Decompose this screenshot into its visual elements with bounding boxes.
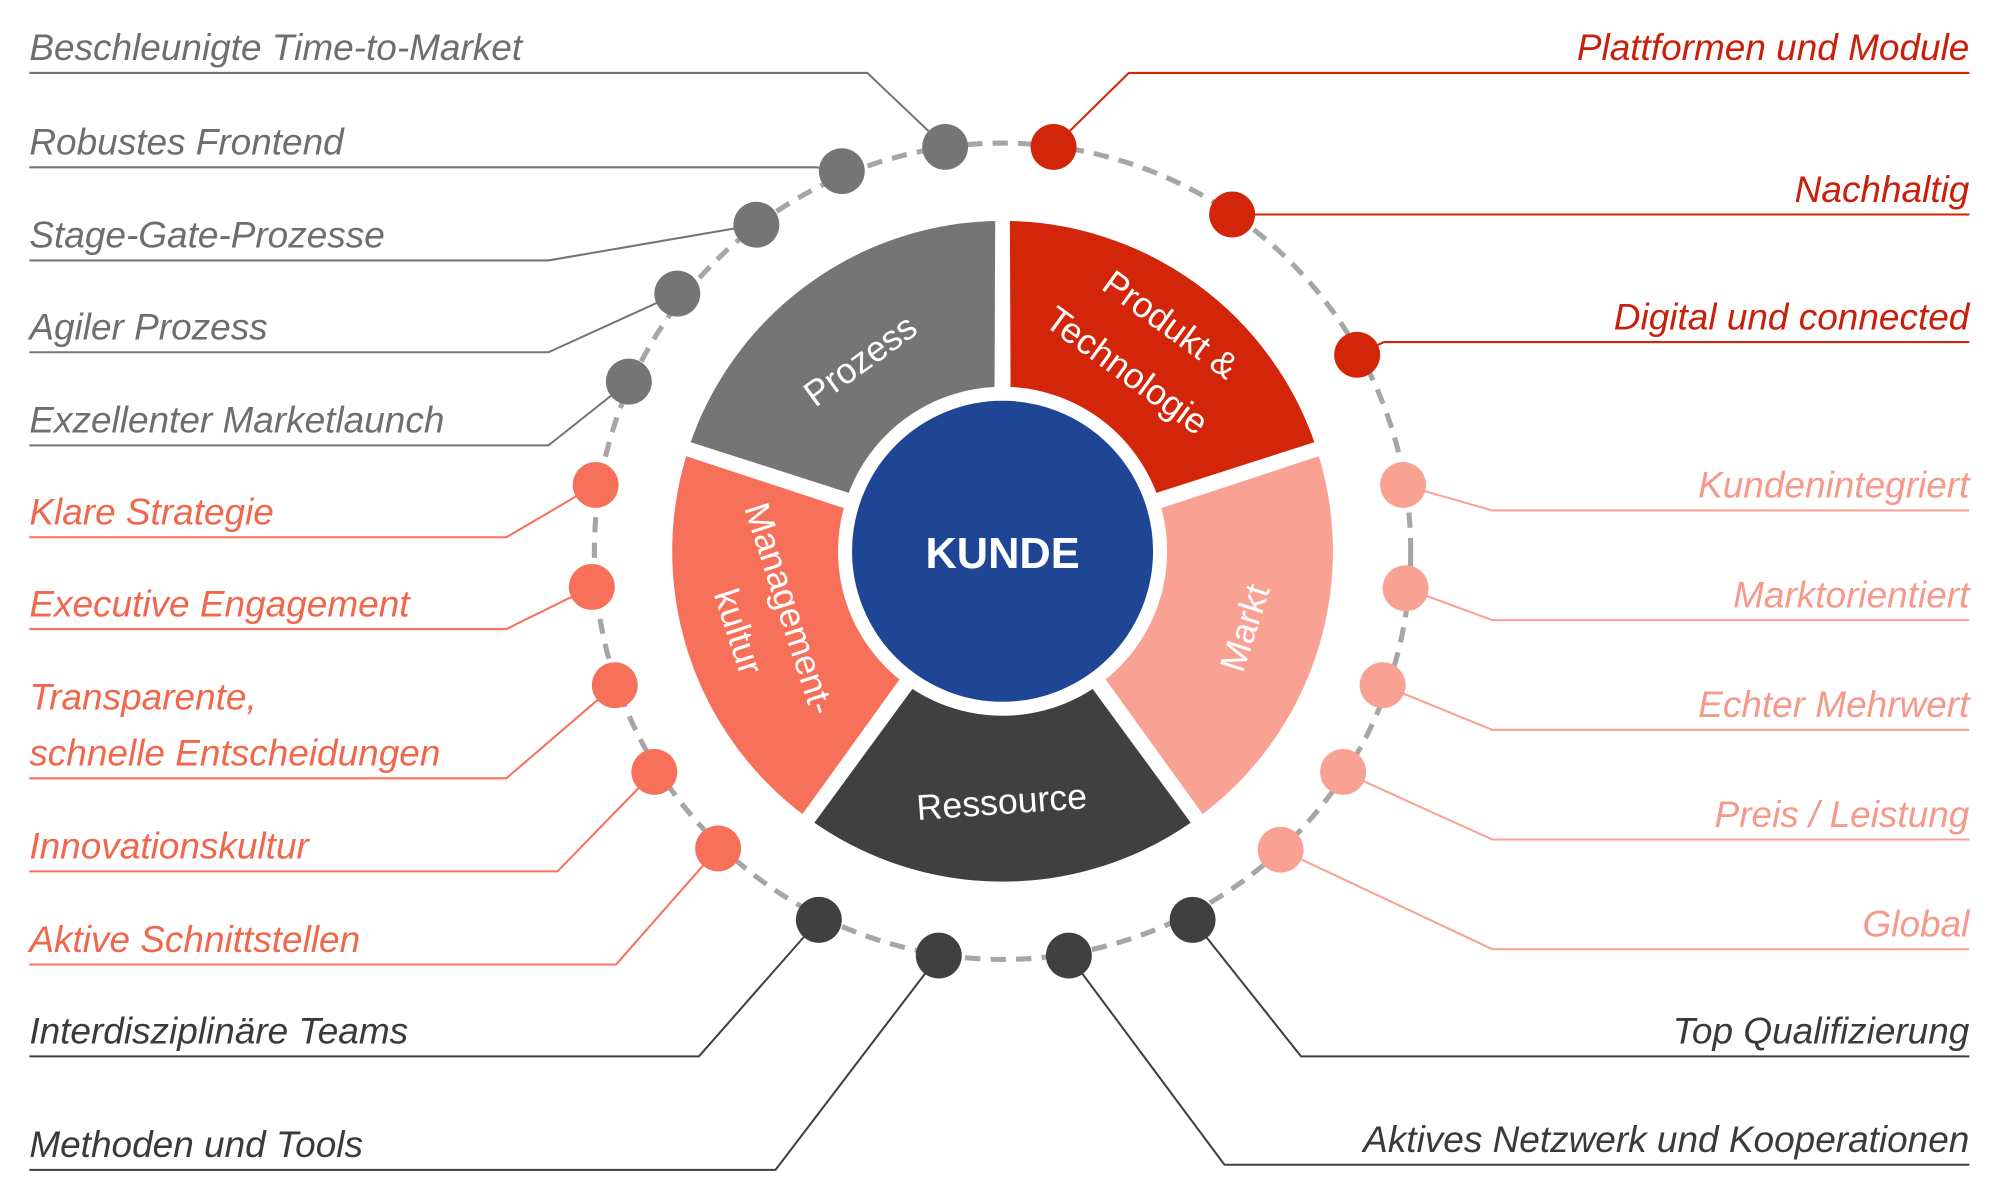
- leader-line: [1405, 587, 1970, 622]
- callout-left-9: Aktive Schnittstellen: [27, 825, 742, 966]
- callout-label: Beschleunigte Time-to-Market: [29, 27, 524, 68]
- callout-dot: [654, 270, 701, 317]
- leader-line: [1052, 71, 1970, 148]
- callout-label: Aktives Netzwerk und Kooperationen: [1361, 1119, 1969, 1160]
- callout-label-line2: schnelle Entscheidungen: [29, 733, 440, 774]
- leader-line: [29, 484, 597, 539]
- callout-label: Global: [1863, 903, 1972, 944]
- leader-line: [29, 684, 616, 780]
- callout-dot: [695, 825, 742, 872]
- leader-line: [29, 380, 630, 447]
- leader-line: [1068, 954, 1970, 1166]
- callout-dot: [818, 148, 865, 195]
- callout-left-11: Methoden und Tools: [29, 932, 962, 1171]
- callout-label: Preis / Leistung: [1715, 794, 1970, 835]
- leader-line: [1191, 919, 1970, 1058]
- callout-dot: [591, 662, 638, 709]
- callout-right-2: Digital und connected: [1334, 296, 1971, 378]
- callout-left-1: Robustes Frontend: [29, 122, 865, 195]
- leader-line: [29, 919, 820, 1058]
- segment-prozess: [680, 213, 1003, 503]
- callout-right-1: Nachhaltig: [1209, 169, 1970, 238]
- leader-line: [29, 71, 946, 148]
- callout-right-0: Plattformen und Module: [1030, 27, 1970, 170]
- callout-dot: [1334, 331, 1381, 378]
- callout-left-10: Interdisziplinäre Teams: [29, 896, 842, 1058]
- callout-dot: [733, 201, 780, 248]
- callout-dot: [1169, 896, 1216, 943]
- leader-line: [1342, 770, 1970, 841]
- callout-label: Top Qualifizierung: [1673, 1011, 1970, 1052]
- callout-left-7: Transparente, schnelle Entscheidungen: [29, 662, 638, 780]
- callout-right-9: Aktives Netzwerk und Kooperationen: [1045, 932, 1970, 1166]
- callout-label: Digital und connected: [1614, 296, 1971, 337]
- leader-line: [1356, 341, 1970, 356]
- callout-label: Methoden und Tools: [29, 1124, 363, 1165]
- leader-line: [29, 586, 593, 631]
- callout-dot: [572, 461, 619, 508]
- callout-left-4: Exzellenter Marketlaunch: [29, 358, 652, 447]
- callout-label: Transparente,: [29, 676, 256, 717]
- segment-markt: [1095, 446, 1341, 825]
- callout-dot: [1257, 826, 1304, 873]
- callout-left-6: Executive Engagement: [29, 564, 615, 631]
- callout-right-5: Echter Mehrwert: [1359, 662, 1971, 731]
- leader-line: [29, 223, 757, 262]
- callout-dot: [568, 564, 615, 610]
- callout-label: Marktorientiert: [1733, 574, 1971, 615]
- callout-dot: [795, 896, 842, 943]
- leader-line: [1280, 848, 1970, 951]
- callout-label: Exzellenter Marketlaunch: [29, 400, 444, 441]
- leader-line: [29, 166, 842, 173]
- leader-line: [1382, 684, 1970, 731]
- callout-dot: [1209, 191, 1256, 238]
- dashed-ring: [591, 140, 1414, 962]
- callout-label: Interdisziplinäre Teams: [29, 1011, 408, 1052]
- callout-dot: [915, 932, 962, 979]
- callout-right-7: Global: [1257, 826, 1972, 951]
- callout-right-4: Marktorientiert: [1382, 565, 1971, 622]
- callout-label: Stage-Gate-Prozesse: [29, 215, 384, 256]
- leader-line: [29, 954, 940, 1171]
- leader-line: [29, 847, 719, 966]
- callout-left-3: Agiler Prozess: [27, 270, 701, 354]
- callout-dot: [1382, 565, 1429, 612]
- callout-label: Innovationskultur: [29, 826, 310, 867]
- segment-ressource: [803, 678, 1202, 890]
- callout-right-8: Top Qualifizierung: [1169, 896, 1970, 1058]
- callout-dot: [1320, 748, 1367, 795]
- callout-label: Agiler Prozess: [27, 307, 267, 348]
- callout-label: Robustes Frontend: [29, 122, 345, 163]
- leader-line: [1402, 483, 1970, 512]
- callout-left-2: Stage-Gate-Prozesse: [29, 201, 780, 262]
- leader-line: [29, 771, 656, 873]
- callout-dot: [605, 358, 652, 405]
- segment-produkt: [1002, 213, 1325, 503]
- callout-dot: [1045, 932, 1092, 979]
- leader-line: [29, 292, 678, 354]
- callout-dot: [1380, 461, 1427, 508]
- callout-label: Plattformen und Module: [1577, 27, 1970, 68]
- segment-management: [664, 446, 910, 825]
- callout-label: Aktive Schnittstellen: [27, 919, 360, 960]
- callout-dot: [1030, 123, 1077, 170]
- callout-label: Klare Strategie: [29, 491, 274, 532]
- callout-right-3: Kundenintegriert: [1380, 461, 1971, 512]
- callout-left-5: Klare Strategie: [29, 461, 619, 539]
- callout-label: Kundenintegriert: [1698, 465, 1971, 506]
- center-label: KUNDE: [925, 530, 1079, 578]
- callout-dot: [631, 748, 678, 795]
- callout-label: Nachhaltig: [1795, 169, 1970, 210]
- callout-dot: [922, 123, 969, 170]
- center-circle-kunde: [844, 393, 1161, 710]
- callout-right-6: Preis / Leistung: [1320, 748, 1970, 841]
- callout-label: Echter Mehrwert: [1698, 684, 1971, 725]
- callout-dot: [1359, 662, 1406, 709]
- callout-left-0: Beschleunigte Time-to-Market: [29, 27, 969, 170]
- callout-label: Executive Engagement: [29, 583, 411, 624]
- callout-left-8: Innovationskultur: [29, 748, 678, 873]
